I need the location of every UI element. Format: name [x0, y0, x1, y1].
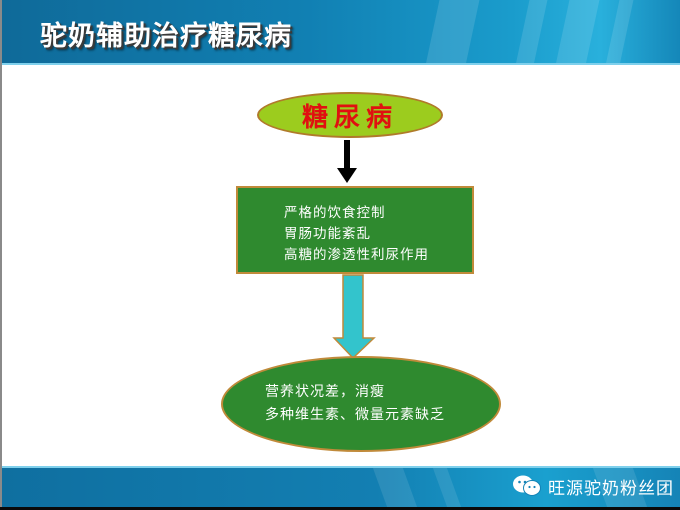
- banner-light-ray: [429, 468, 469, 507]
- cause-item: 严格的饮食控制: [284, 205, 386, 221]
- banner-light-ray: [369, 468, 425, 507]
- causes-box: 严格的饮食控制 胃肠功能紊乱 高糖的渗透性利尿作用: [236, 186, 474, 274]
- footer-banner: 旺源驼奶粉丝团: [2, 466, 680, 507]
- outcome-item: 多种维生素、微量元素缺乏: [265, 407, 445, 423]
- title-banner: 驼奶辅助治疗糖尿病: [2, 0, 680, 65]
- outcome-item: 营养状况差，消瘦: [265, 384, 385, 400]
- cause-item: 胃肠功能紊乱: [284, 226, 371, 242]
- cause-item: 高糖的渗透性利尿作用: [284, 247, 429, 263]
- wechat-icon: [513, 475, 541, 496]
- diabetes-node-label: 糖尿病: [301, 102, 398, 133]
- arrow-down-icon: [337, 140, 357, 183]
- banner-light-ray: [422, 0, 482, 63]
- page-title: 驼奶辅助治疗糖尿病: [40, 21, 292, 52]
- banner-light-ray: [512, 0, 550, 63]
- bottom-edge: [0, 507, 680, 510]
- diabetes-node: 糖尿病: [257, 92, 443, 138]
- wechat-brand: 旺源驼奶粉丝团: [512, 471, 674, 501]
- banner-light-ray: [602, 0, 636, 63]
- outcome-node: 营养状况差，消瘦 多种维生素、微量元素缺乏: [221, 356, 501, 452]
- block-arrow-down-icon: [332, 274, 376, 360]
- banner-light-ray: [552, 0, 602, 63]
- brand-name: 旺源驼奶粉丝团: [548, 478, 674, 499]
